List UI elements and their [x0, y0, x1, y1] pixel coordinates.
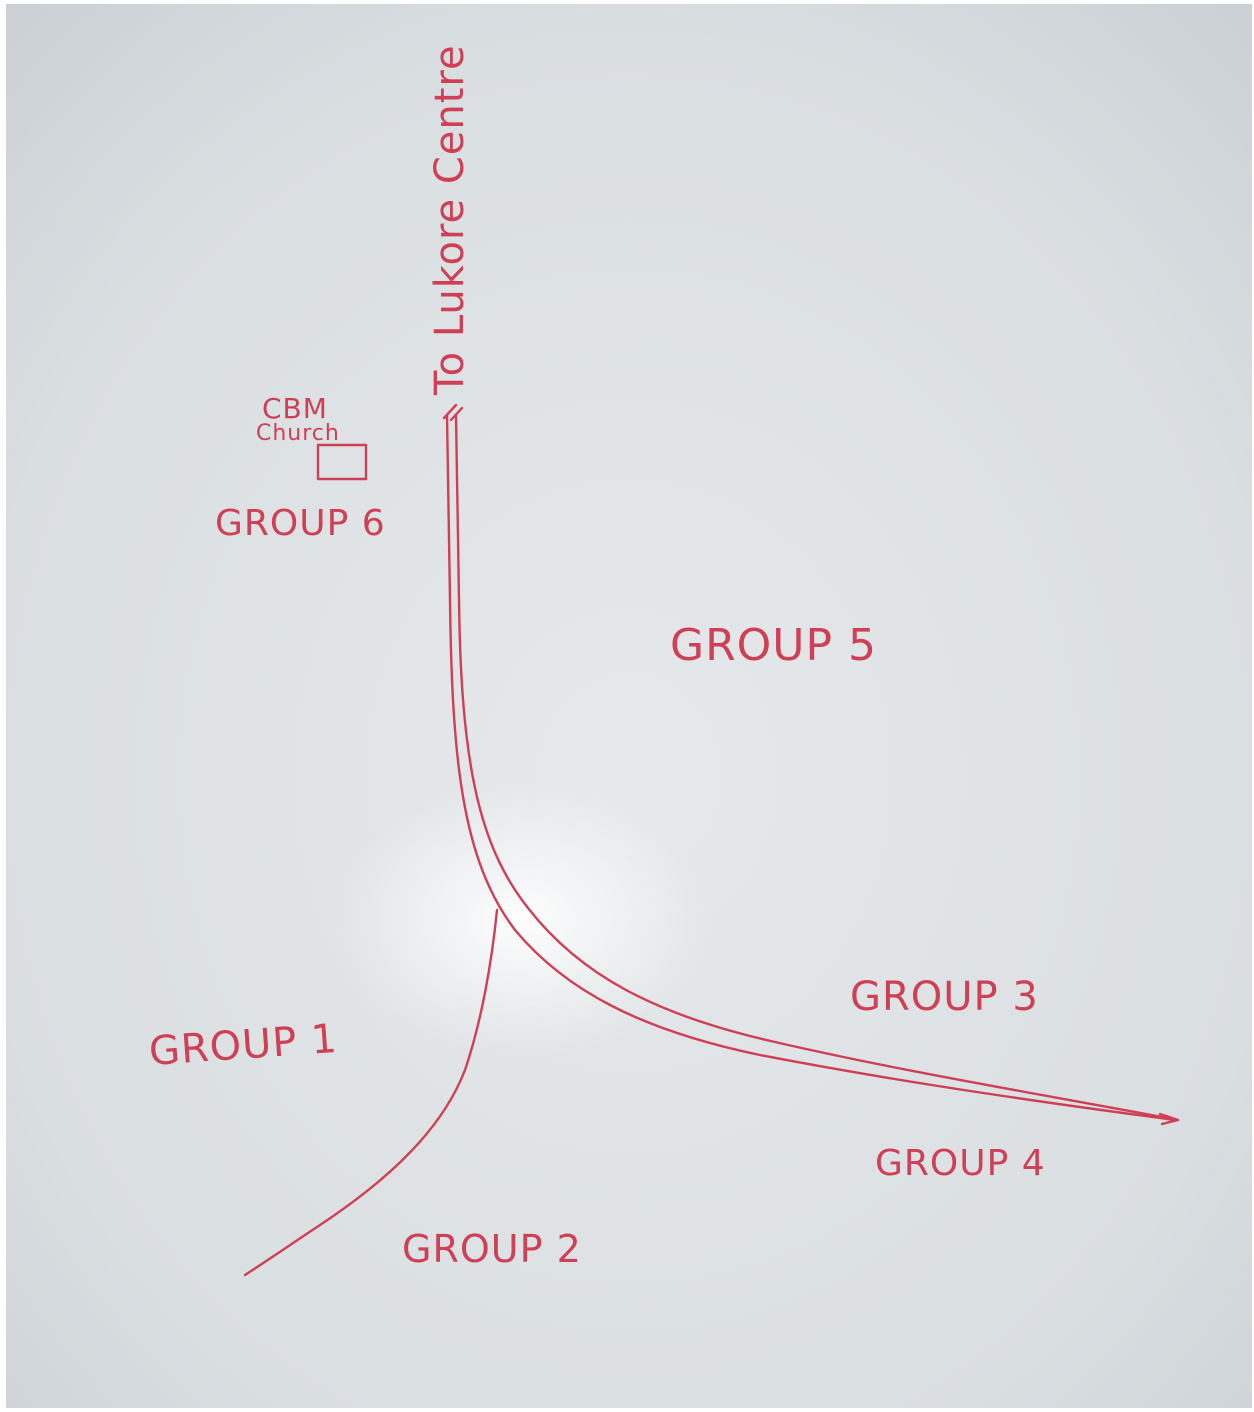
group-4-label: GROUP 4 [875, 1143, 1046, 1184]
church-label-line1: CBM [262, 392, 328, 425]
whiteboard-surface [6, 4, 1252, 1408]
road-end-north [442, 403, 464, 422]
group-5-label: GROUP 5 [670, 620, 877, 671]
main-road-right-edge [454, 413, 1180, 1122]
road-lines [243, 403, 1180, 1277]
group-2-label: GROUP 2 [402, 1227, 582, 1271]
road-label: To Lukore Centre [427, 44, 473, 396]
branch-road [243, 908, 499, 1277]
church-label-line2: Church [256, 421, 340, 446]
main-road-left-edge [445, 413, 1177, 1122]
road-end-east [1158, 1112, 1180, 1126]
group-3-label: GROUP 3 [850, 974, 1039, 1020]
group-6-label: GROUP 6 [215, 503, 386, 544]
light-glare [330, 780, 710, 1060]
church-building-icon [316, 443, 368, 481]
